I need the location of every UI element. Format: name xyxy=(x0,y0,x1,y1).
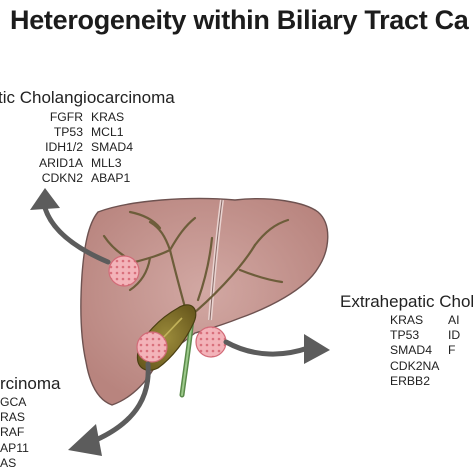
gene-label: MCL1 xyxy=(91,125,124,140)
gene-label: KRAS xyxy=(390,313,424,327)
gene-label: AS xyxy=(0,455,17,470)
gene-label: CDK2NA xyxy=(390,358,440,373)
arrow-gallbladder xyxy=(68,361,151,456)
intrahepatic-gene-list: FGFR KRAS TP53 MCL1 IDH1/2 SMAD4 ARID1A MLL3… xyxy=(26,110,133,186)
tumor-intrahepatic xyxy=(108,255,140,287)
gene-label: ARID1A xyxy=(38,155,83,170)
gene-label: ID xyxy=(448,328,461,343)
gene-label: KRAS xyxy=(91,110,125,124)
gene-label: FGFR xyxy=(49,110,83,124)
figure-title: Heterogeneity within Biliary Tract Ca xyxy=(10,5,469,35)
gene-label: IDH1/2 xyxy=(45,140,83,155)
gene-label: SMAD4 xyxy=(91,140,133,155)
gene-label: SMAD4 xyxy=(390,343,432,358)
arrow-intrahepatic xyxy=(30,188,111,265)
gene-label: RAS xyxy=(0,410,26,425)
gene-label: RAF xyxy=(0,425,25,440)
gallbladder-heading: rcinoma xyxy=(0,374,61,393)
arrow-extrahepatic xyxy=(223,334,330,364)
extrahepatic-heading: Extrahepatic Chola xyxy=(340,292,474,311)
gene-label: AP11 xyxy=(0,440,29,455)
gene-label: TP53 xyxy=(53,125,83,140)
gene-label: AI xyxy=(448,313,460,327)
gallbladder-gene-list: GCA RAS RAF AP11 AS xyxy=(0,395,29,471)
tumor-extrahepatic xyxy=(195,326,227,358)
tumor-gallbladder xyxy=(136,331,168,363)
gene-label: ABAP1 xyxy=(91,170,131,185)
gene-label: MLL3 xyxy=(91,155,122,170)
liver-body xyxy=(80,197,329,406)
gene-label: CDKN2 xyxy=(41,170,83,185)
gene-label: F xyxy=(448,343,456,358)
gene-label: TP53 xyxy=(390,328,420,343)
extrahepatic-gene-list: KRAS AI TP53 ID SMAD4 F CDK2NA ERBB2 xyxy=(390,313,460,389)
intrahepatic-heading: tic Cholangiocarcinoma xyxy=(0,88,175,107)
gene-label: ERBB2 xyxy=(390,373,430,388)
gene-label: GCA xyxy=(0,395,27,409)
